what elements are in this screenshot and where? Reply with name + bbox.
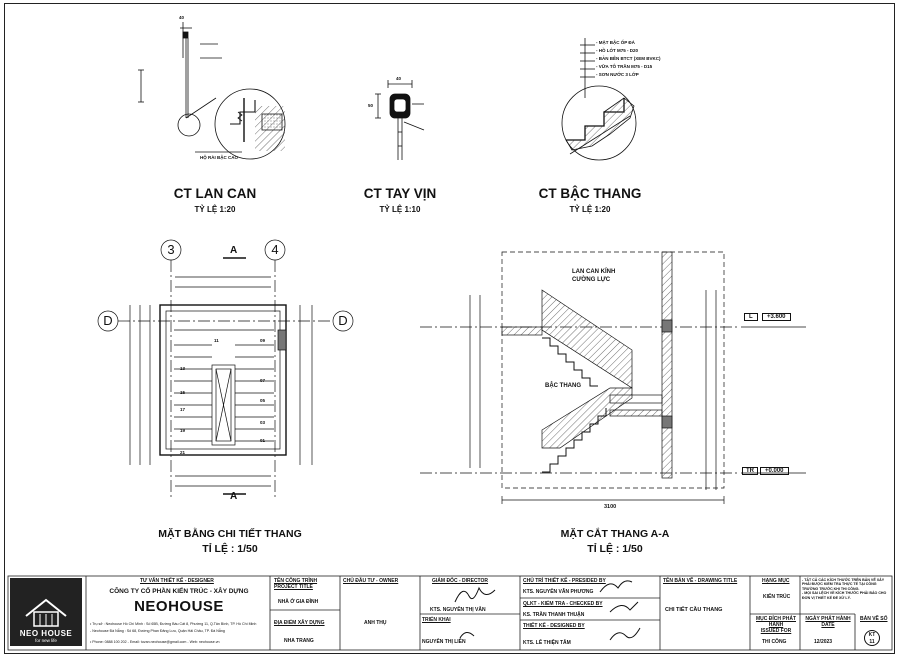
level-bottom-value: +0.000 [760,467,789,475]
grid-bubble-4: 4 [271,242,279,257]
stair-section [420,251,806,504]
company-contact: • Phone: 0888 100 202 - Email: tuvan.neo… [90,640,220,644]
step-layer: - HỒ LÓT M75 - D20 [596,48,639,53]
step-number: 01 [260,438,266,443]
purpose-value: THI CÔNG [762,639,787,645]
step-layer: - VỮA TÔ TRẦN M75 - D15 [596,64,653,69]
handrail-dim-side: 50 [368,103,374,108]
step-number: 21 [180,450,186,455]
sheet-number-badge: KT 11 [864,630,880,646]
designer-label: THIẾT KẾ - DESIGNED BY [523,623,585,629]
step-layer: - MẶT BẬC ỐP ĐÁ [596,40,635,45]
designer-value: KTS. LÊ THIỆN TÂM [523,640,571,646]
step-number: 09 [260,338,266,343]
logo-subtitle: for new life [35,638,57,643]
category-label: HẠNG MỤC [762,578,790,584]
railing-scale: TỶ LỆ 1:20 [194,205,236,214]
title-block-frame [7,575,893,651]
step-layer: - BẢN BÊN BTCT (XEM BVKC) [596,56,661,61]
railing-dim-top: 40 [179,15,185,20]
category-value: KIẾN TRÚC [763,594,791,600]
step-number: 17 [180,407,186,412]
checker-label: QLKT - KIỂM TRA - CHECKED BY [523,601,603,607]
purpose-label: MỤC ĐÍCH PHÁT HÀNH ISSUED FOR [756,616,796,634]
owner-value: ANH THỤ [364,620,387,626]
sheet-label: BẢN VẼ SỐ [860,616,888,622]
logo-text: NEO HOUSE [19,629,73,638]
drawing-title-label: TÊN BẢN VẼ - DRAWING TITLE [663,578,738,584]
project-value: NHÀ Ở GIA ĐÌNH [278,599,319,605]
company-name: CÔNG TY CỔ PHẦN KIẾN TRÚC - XÂY DỰNG [109,588,249,595]
grid-bubble-d-right: D [338,313,348,328]
step-scale: TỶ LỆ 1:20 [569,205,611,214]
step-number: 05 [260,398,266,403]
drawing-sheet [4,3,895,654]
step-number: 13 [180,366,186,371]
step-number: 07 [260,378,266,383]
handrail-title: CT TAY VỊN [363,186,437,201]
drawing-title-value: CHI TIẾT CẦU THANG [665,607,723,613]
drafter-label: TRIỂN KHAI [422,617,451,623]
company-logo: NEO HOUSE for new life [10,578,82,646]
section-width-dim: 3100 [604,504,617,510]
consultant-label: TƯ VẤN THIẾT KẾ - DESIGNER [140,578,214,584]
step-detail [561,38,637,161]
railing-note: HỘ RÀI BẬC CAO [200,155,238,160]
company-address-2: - Neohouse Đà Nẵng : Số 68, Đường Phan Đ… [90,629,225,633]
step-layer: - SƠN NƯỚC 3 LỚP [596,72,639,77]
company-brand: NEOHOUSE [134,598,224,615]
checker-value: KS. TRẦN THANH THUẬN [523,612,585,618]
glass-railing-label: LAN CAN KÍNH CƯỜNG LỰC [572,269,616,283]
step-number: 03 [260,420,266,425]
owner-label: CHỦ ĐẦU TƯ - OWNER [343,578,399,584]
section-title: MẶT CẮT THANG A-A [560,528,670,540]
drafter-value: NGUYỄN THỊ LIÊN [422,639,466,645]
railing-detail [138,22,286,160]
level-bottom-code: TR [742,467,758,475]
step-layers: - MẶT BẬC ỐP ĐÁ - HỒ LÓT M75 - D20 - BẢN… [596,40,661,80]
step-number: 19 [180,428,186,433]
plan-treads [174,329,274,442]
company-address-1: • Trụ sở : Neohouse Hồ Chí Minh : Số 65B… [90,622,257,626]
step-title: CT BẬC THANG [538,186,642,201]
director-label: GIÁM ĐỐC - DIRECTOR [432,578,489,584]
step-number: 15 [180,390,186,395]
presider-label: CHỦ TRÌ THIẾT KẾ - PRESIDED BY [523,578,606,584]
section-mark-bottom: A [230,491,238,502]
plan-scale: TỈ LỆ : 1/50 [202,543,258,555]
general-notes: - TẤT CẢ CÁC KÍCH THƯỚC TRÊN BẢN VẼ XÂY … [802,578,887,600]
project-label: TÊN CÔNG TRÌNH PROJECT TITLE [274,578,318,590]
plan-title: MẶT BẰNG CHI TIẾT THANG [158,528,302,540]
house-icon [25,598,67,627]
step-label: BẬC THANG [545,383,581,389]
grid-bubble-3: 3 [167,242,175,257]
section-scale: TỈ LỆ : 1/50 [587,543,643,555]
railing-title: CT LAN CAN [173,186,257,201]
date-label: NGÀY PHÁT HÀNH DATE [805,616,851,628]
handrail-scale: TỶ LỆ 1:10 [379,205,421,214]
grid-bubble-d-left: D [103,313,113,328]
date-value: 12/2023 [814,639,833,645]
section-mark-top: A [230,245,238,256]
step-number: 11 [214,338,219,343]
stair-plan [97,239,354,500]
handrail-detail [375,80,425,160]
level-top-value: +3.600 [762,313,791,321]
director-value: KTS. NGUYỄN THỊ VÂN [430,607,486,613]
level-top-code: L [744,313,758,321]
presider-value: KTS. NGUYỄN VĂN PHƯƠNG [523,589,594,595]
location-label: ĐỊA ĐIỂM XÂY DỰNG [274,620,325,626]
handrail-dim-top: 40 [396,76,402,81]
location-value: NHA TRANG [284,638,314,644]
